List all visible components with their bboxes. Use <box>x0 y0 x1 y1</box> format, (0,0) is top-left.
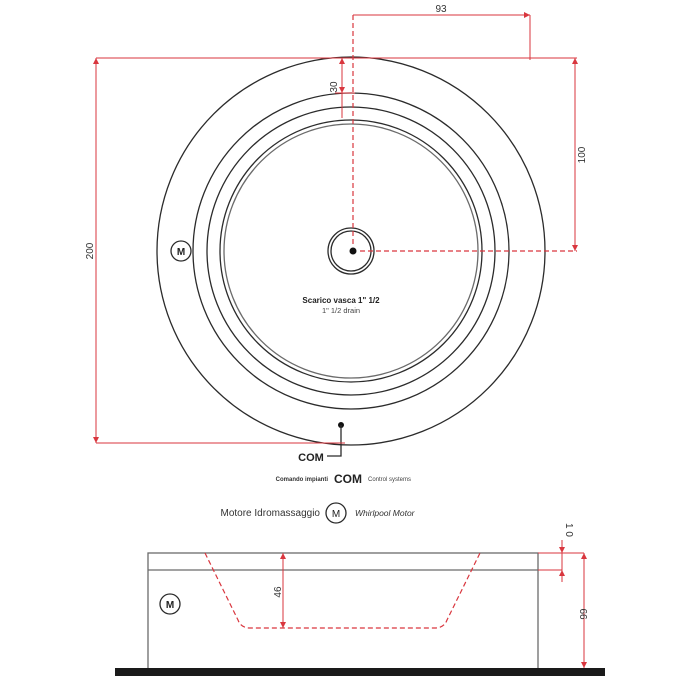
dimension-10: 1 0 <box>563 523 574 537</box>
dimension-30: 30 <box>329 81 340 93</box>
legend: Comando impianti COM Control systems Mot… <box>221 472 416 524</box>
dimension-200: 200 <box>85 242 96 259</box>
basin-edge-circle <box>206 106 496 396</box>
dimension-100: 100 <box>577 146 588 163</box>
plan-dimensions: 93 100 30 200 <box>85 4 588 444</box>
plan-view: M Scarico vasca 1" 1/2 1" 1/2 drain COM <box>156 56 546 464</box>
motor-legend-symbol: M <box>332 509 340 520</box>
motor-legend-en: Whirlpool Motor <box>355 508 416 518</box>
floor-line <box>115 668 605 676</box>
drain-outer-circle <box>327 227 375 275</box>
dimension-46: 46 <box>273 586 284 598</box>
drain-label-en: 1" 1/2 drain <box>322 306 360 315</box>
com-legend-symbol: COM <box>334 472 362 486</box>
com-marker-label: COM <box>298 452 324 464</box>
com-legend-en: Control systems <box>368 477 411 483</box>
dimension-66: 66 <box>577 608 588 620</box>
motor-marker-plan: M <box>170 240 192 262</box>
side-view: 46 M 1 0 66 <box>115 523 605 676</box>
drain-label-it: Scarico vasca 1" 1/2 <box>302 296 380 305</box>
dimension-93: 93 <box>435 4 447 15</box>
basin-floor-circle <box>223 123 479 379</box>
motor-symbol: M <box>177 247 185 258</box>
drain-center-dot <box>349 247 357 255</box>
motor-legend-it: Motore Idromassaggio <box>221 508 321 519</box>
com-legend-it: Comando impianti <box>276 477 329 483</box>
motor-symbol-side: M <box>166 600 174 611</box>
basin-profile <box>204 552 481 629</box>
com-leader <box>327 425 342 457</box>
